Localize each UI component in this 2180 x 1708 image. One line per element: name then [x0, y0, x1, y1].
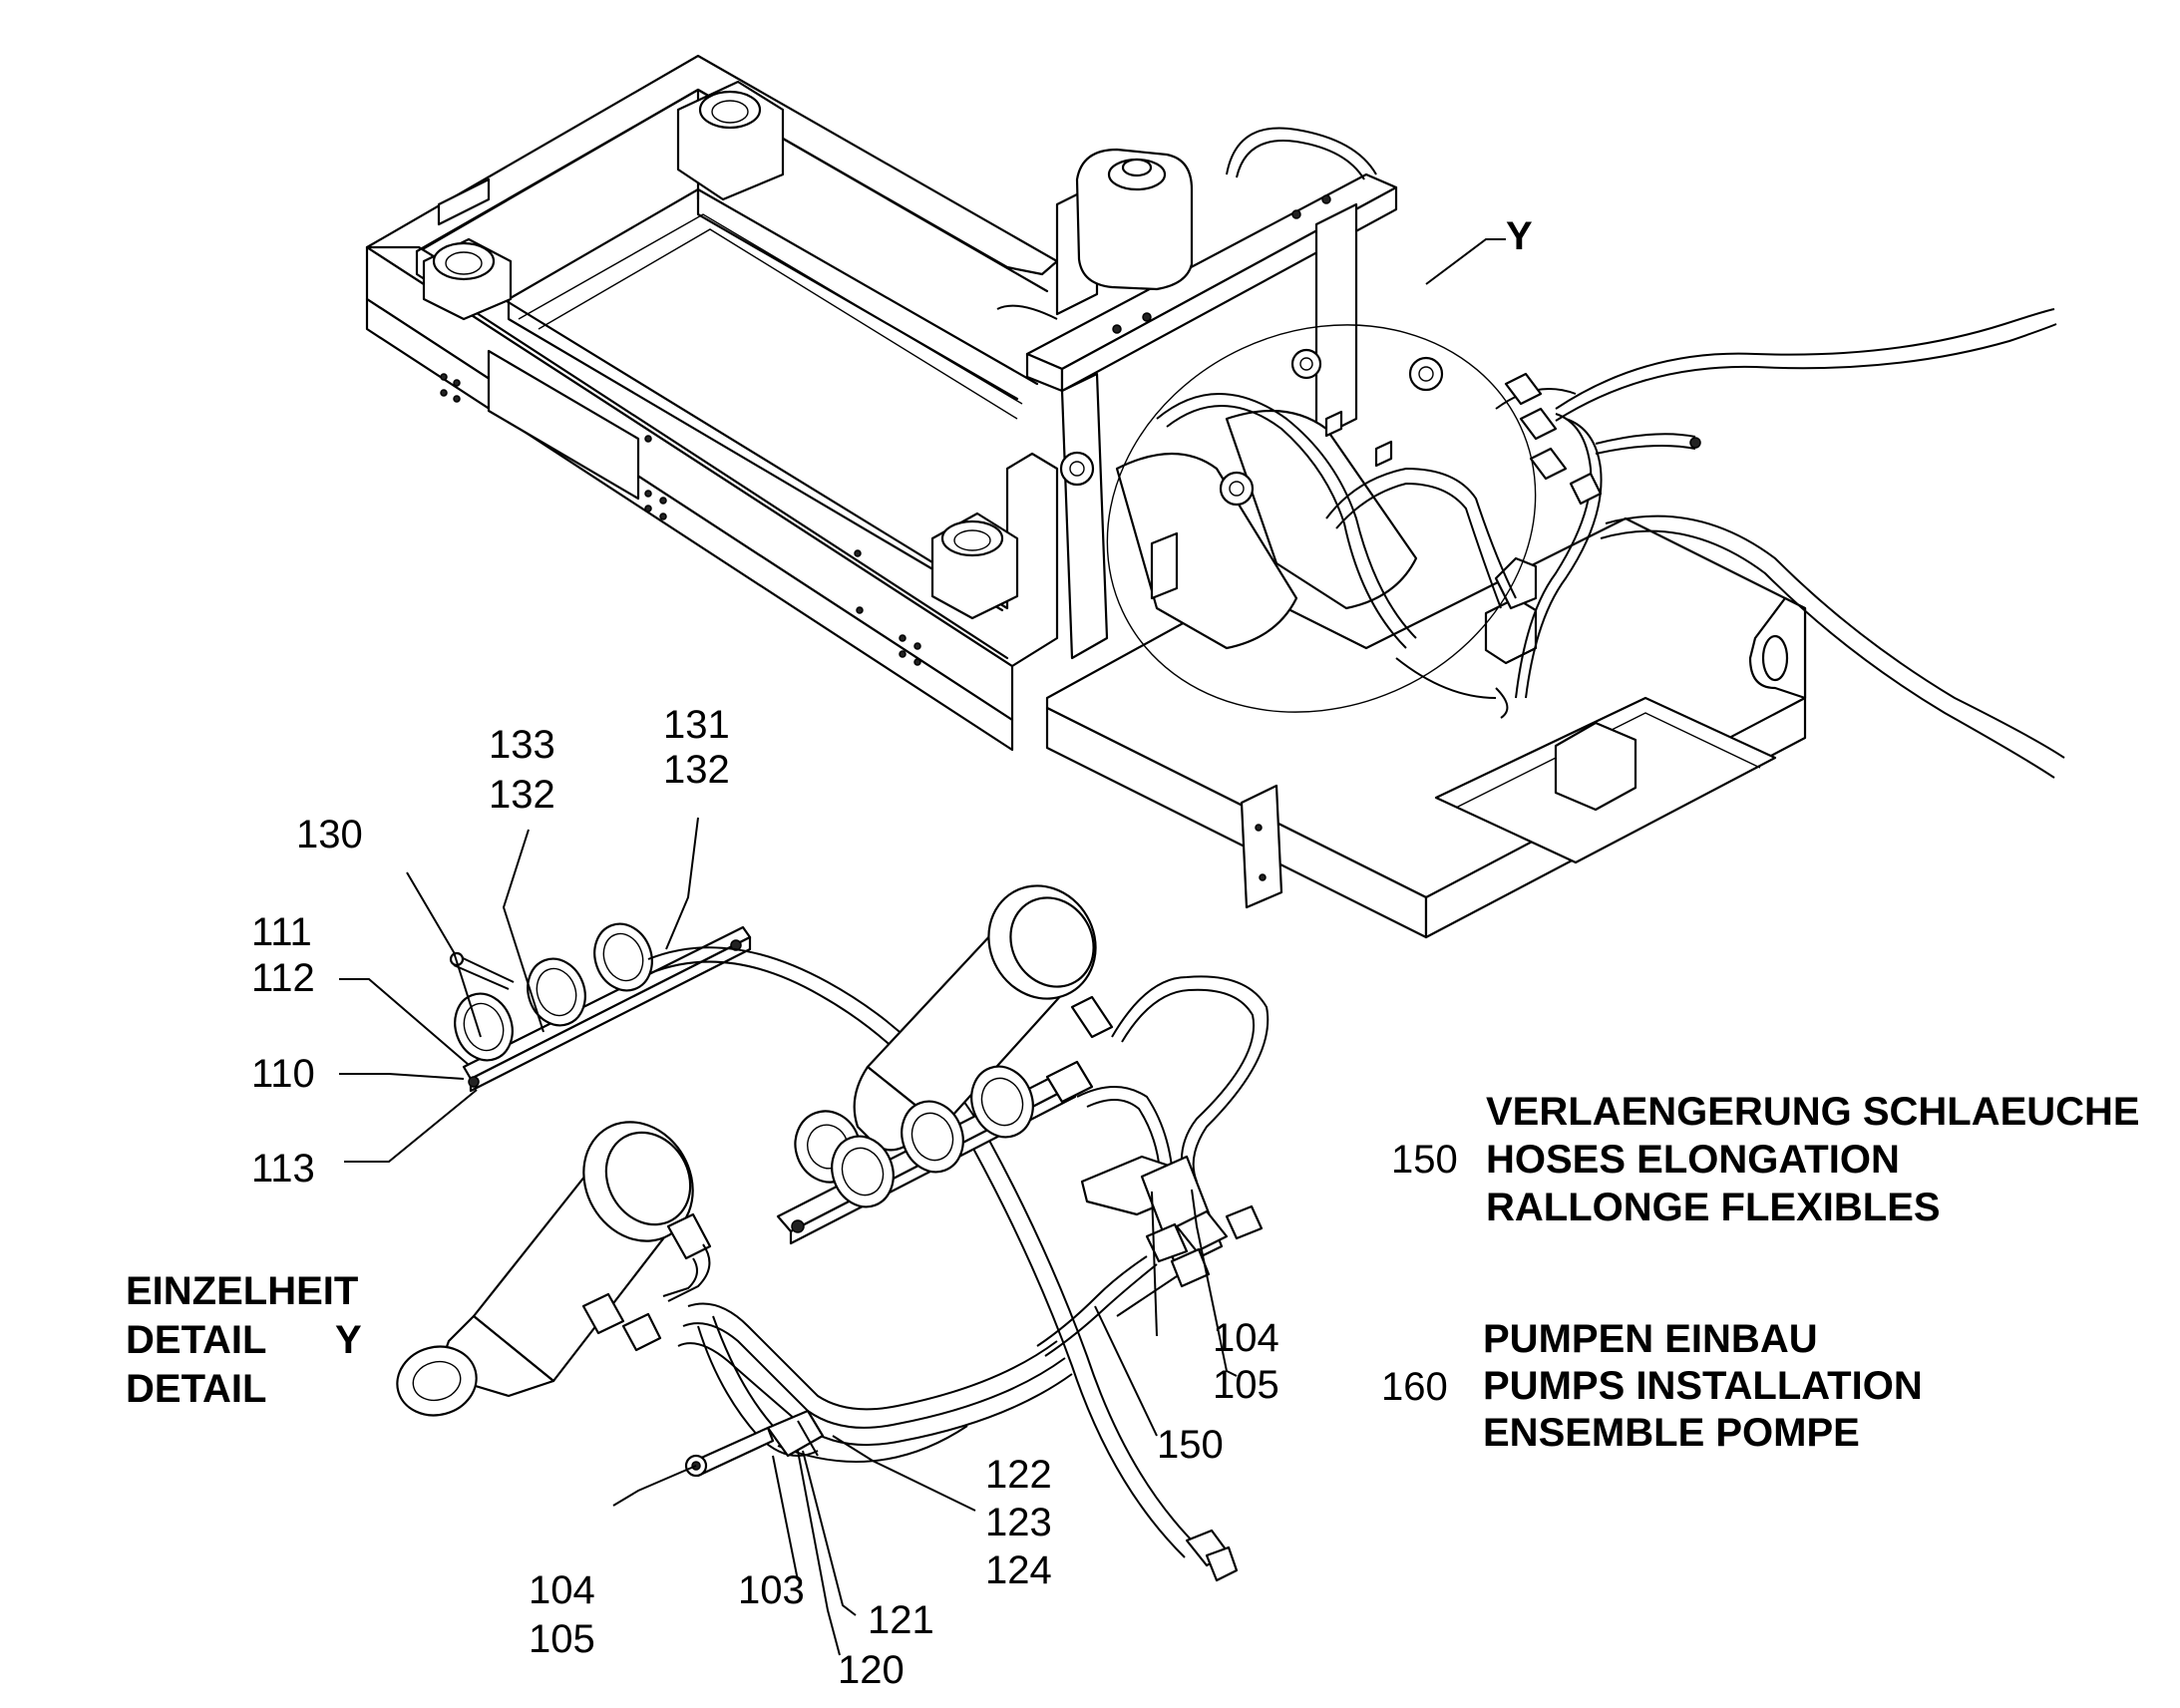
- machine-frame: [365, 54, 1059, 752]
- legend-150-line1: VERLAENGERUNG SCHLAEUCHE: [1486, 1090, 2140, 1134]
- legend-150-line3: RALLONGE FLEXIBLES: [1486, 1186, 1941, 1229]
- frame-corner-tower: [930, 512, 1019, 620]
- frame-corner-tower: [676, 80, 785, 201]
- valve-block: [1036, 1155, 1264, 1357]
- callout-104: 104: [529, 1568, 595, 1612]
- detail-y-circle: [1106, 324, 1537, 713]
- callout-133: 133: [489, 723, 555, 767]
- callout-150: 150: [1157, 1423, 1224, 1467]
- callout-131: 131: [663, 703, 730, 747]
- callout-121: 121: [868, 1598, 934, 1642]
- legend-150-line2: HOSES ELONGATION: [1486, 1138, 1900, 1182]
- clamp-rail-middle: [776, 1060, 1094, 1245]
- callout-leaders: [339, 817, 1238, 1656]
- detail-caption-marker: Y: [335, 1318, 362, 1362]
- callout-130: 130: [296, 813, 363, 856]
- hydraulic-cylinder-lower: [396, 1121, 712, 1417]
- callout-104: 104: [1213, 1316, 1279, 1360]
- clamp-rail-upper: [449, 922, 752, 1093]
- frame-corner-tower: [422, 237, 513, 321]
- hose-bracket-lower: [684, 1409, 825, 1478]
- detail-caption-line1: EINZELHEIT: [126, 1269, 358, 1313]
- callout-124: 124: [985, 1548, 1052, 1592]
- legend-160-line3: ENSEMBLE POMPE: [1483, 1411, 1860, 1455]
- legend-number-150: 150: [1391, 1138, 1458, 1182]
- pump-mount-tower: [996, 127, 1398, 660]
- callout-123: 123: [985, 1501, 1052, 1544]
- oil-tank: [1075, 148, 1194, 291]
- callout-105: 105: [529, 1617, 595, 1661]
- legend-160-line1: PUMPEN EINBAU: [1483, 1317, 1818, 1361]
- callout-132: 132: [489, 773, 555, 817]
- callout-132: 132: [663, 748, 730, 792]
- detail-caption: EINZELHEIT DETAIL Y DETAIL: [126, 1269, 362, 1411]
- callout-120: 120: [838, 1648, 905, 1692]
- detail-caption-line2: DETAIL: [126, 1318, 266, 1362]
- legend-number-160: 160: [1381, 1365, 1448, 1409]
- callout-numbers: 133 132 131 132 130 111 112 110 113 104 …: [251, 703, 1279, 1692]
- callout-112: 112: [251, 956, 315, 1000]
- callout-122: 122: [985, 1453, 1052, 1497]
- legend-160-line2: PUMPS INSTALLATION: [1483, 1364, 1923, 1408]
- pump-base: [1045, 348, 1807, 939]
- upper-hoses: [1156, 308, 2065, 779]
- callout-105: 105: [1213, 1363, 1279, 1407]
- callout-103: 103: [738, 1568, 805, 1612]
- mounting-holes: [440, 373, 921, 666]
- legend: 150 VERLAENGERUNG SCHLAEUCHE HOSES ELONG…: [1381, 1090, 2140, 1455]
- detail-y-marker: Y: [1506, 214, 1533, 258]
- detail-caption-line3: DETAIL: [126, 1367, 266, 1411]
- callout-110: 110: [251, 1052, 315, 1096]
- callout-111: 111: [251, 910, 312, 954]
- callout-113: 113: [251, 1147, 315, 1191]
